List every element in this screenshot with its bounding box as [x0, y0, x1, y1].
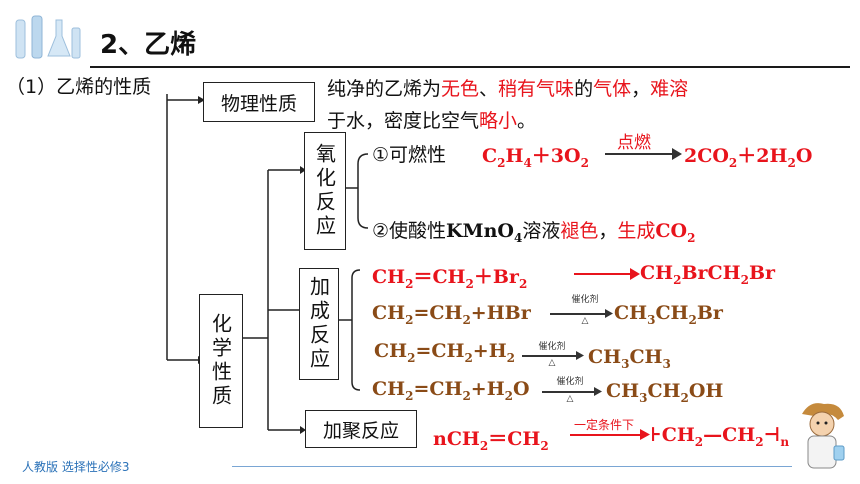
combustion-products: 2CO2＋2H2O — [684, 145, 813, 170]
water-addition-product: CH3CH2OH — [606, 380, 724, 405]
water-heat-label: △ — [566, 394, 574, 404]
bromine-addition-reactants: CH2＝CH2＋Br2 — [372, 266, 528, 291]
water-addition-arrow — [542, 391, 596, 393]
polymerization-reaction-box: 加聚反应 — [305, 410, 417, 448]
kmno4-statement: ②使酸性KMnO4溶液褪色，生成CO2 — [372, 220, 696, 245]
page-title: 2、乙烯 — [100, 30, 197, 60]
lab-glassware-icon — [10, 14, 86, 64]
h2-addition-arrow — [522, 355, 578, 357]
addition-reaction-label: 加成反应 — [306, 276, 331, 372]
section-label: （1）乙烯的性质 — [6, 76, 152, 98]
hbr-addition-product: CH3CH2Br — [614, 302, 723, 327]
ignition-condition: 点燃 — [617, 133, 651, 153]
hbr-addition-reactants: CH2=CH2+HBr — [372, 302, 531, 327]
water-arrowhead-icon — [594, 387, 602, 396]
water-catalyst-label: 催化剂 — [556, 377, 584, 387]
cartoon-scientist-icon — [790, 398, 850, 476]
polymerization-arrowhead-icon — [640, 429, 650, 440]
footer-text: 人教版 选择性必修3 — [22, 460, 130, 474]
polymerization-condition: 一定条件下 — [574, 418, 635, 432]
polymerization-arrow — [570, 434, 642, 436]
polyethylene-product: ⊦CH2—CH2⊣n — [650, 424, 790, 449]
h2-heat-label: △ — [548, 358, 556, 368]
footer-rule — [232, 466, 792, 467]
combustion-arrowhead-icon — [672, 148, 682, 160]
title-underline — [90, 66, 850, 68]
h2-arrowhead-icon — [576, 351, 584, 360]
chemical-properties-label: 化学性质 — [208, 313, 233, 409]
bromine-arrowhead-icon — [630, 268, 640, 280]
bromine-addition-product: CH2BrCH2Br — [640, 262, 776, 287]
chemical-properties-box: 化学性质 — [199, 294, 243, 428]
physical-properties-label: 物理性质 — [220, 92, 297, 115]
combustibility-label: ①可燃性 — [372, 144, 447, 166]
hbr-heat-label: △ — [581, 316, 589, 326]
physical-desc-line2: 于水，密度比空气略小。 — [327, 110, 537, 132]
combustion-reactants: C2H4＋3O2 — [482, 145, 589, 170]
h2-addition-product: CH3CH3 — [588, 346, 671, 371]
polymerization-reaction-label: 加聚反应 — [322, 419, 399, 442]
hbr-catalyst-label: 催化剂 — [571, 295, 599, 305]
h2-catalyst-label: 催化剂 — [538, 342, 566, 352]
water-addition-reactants: CH2=CH2+H2O — [372, 378, 530, 403]
physical-desc-line1: 纯净的乙烯为无色、稍有气味的气体，难溶 — [327, 78, 689, 100]
polymerization-reactant: nCH2＝CH2 — [433, 428, 549, 453]
hbr-addition-arrow — [550, 313, 608, 315]
h2-addition-reactants: CH2=CH2+H2 — [374, 340, 516, 365]
hbr-arrowhead-icon — [605, 309, 613, 318]
oxidation-reaction-label: 氧化反应 — [312, 143, 337, 239]
physical-properties-box: 物理性质 — [203, 82, 315, 122]
combustion-arrow — [605, 153, 675, 155]
oxidation-reaction-box: 氧化反应 — [304, 132, 346, 250]
bromine-addition-arrow — [574, 273, 632, 275]
addition-reaction-box: 加成反应 — [299, 268, 339, 380]
